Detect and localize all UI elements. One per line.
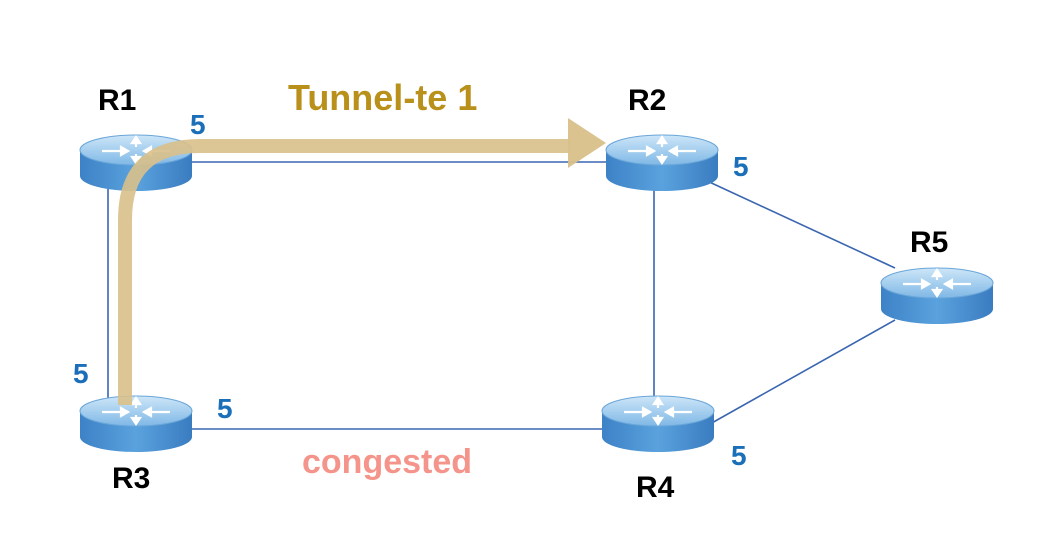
link-r2-r5 <box>704 179 896 269</box>
router-label-r2: R2 <box>628 84 666 117</box>
tunnel-arrowhead-icon <box>568 118 606 168</box>
router-label-r4: R4 <box>636 471 675 504</box>
router-label-r5: R5 <box>910 226 948 259</box>
router-label-r1: R1 <box>98 84 136 117</box>
router-r2[interactable] <box>604 133 720 193</box>
router-r4[interactable] <box>600 394 716 454</box>
congested-label: congested <box>302 443 472 481</box>
router-r3[interactable] <box>78 394 194 454</box>
metric-r1-r3: 5 <box>73 358 89 389</box>
tunnel-path <box>118 139 570 405</box>
metric-r2-r5: 5 <box>733 151 749 182</box>
metric-r4-r5: 5 <box>731 440 747 471</box>
router-label-r3: R3 <box>112 462 150 495</box>
metric-r1-r2: 5 <box>190 109 206 140</box>
link-r4-r5 <box>709 319 896 425</box>
tunnel-label: Tunnel-te 1 <box>288 77 477 118</box>
metric-r3-r4: 5 <box>217 393 233 424</box>
router-r5[interactable] <box>879 266 995 326</box>
